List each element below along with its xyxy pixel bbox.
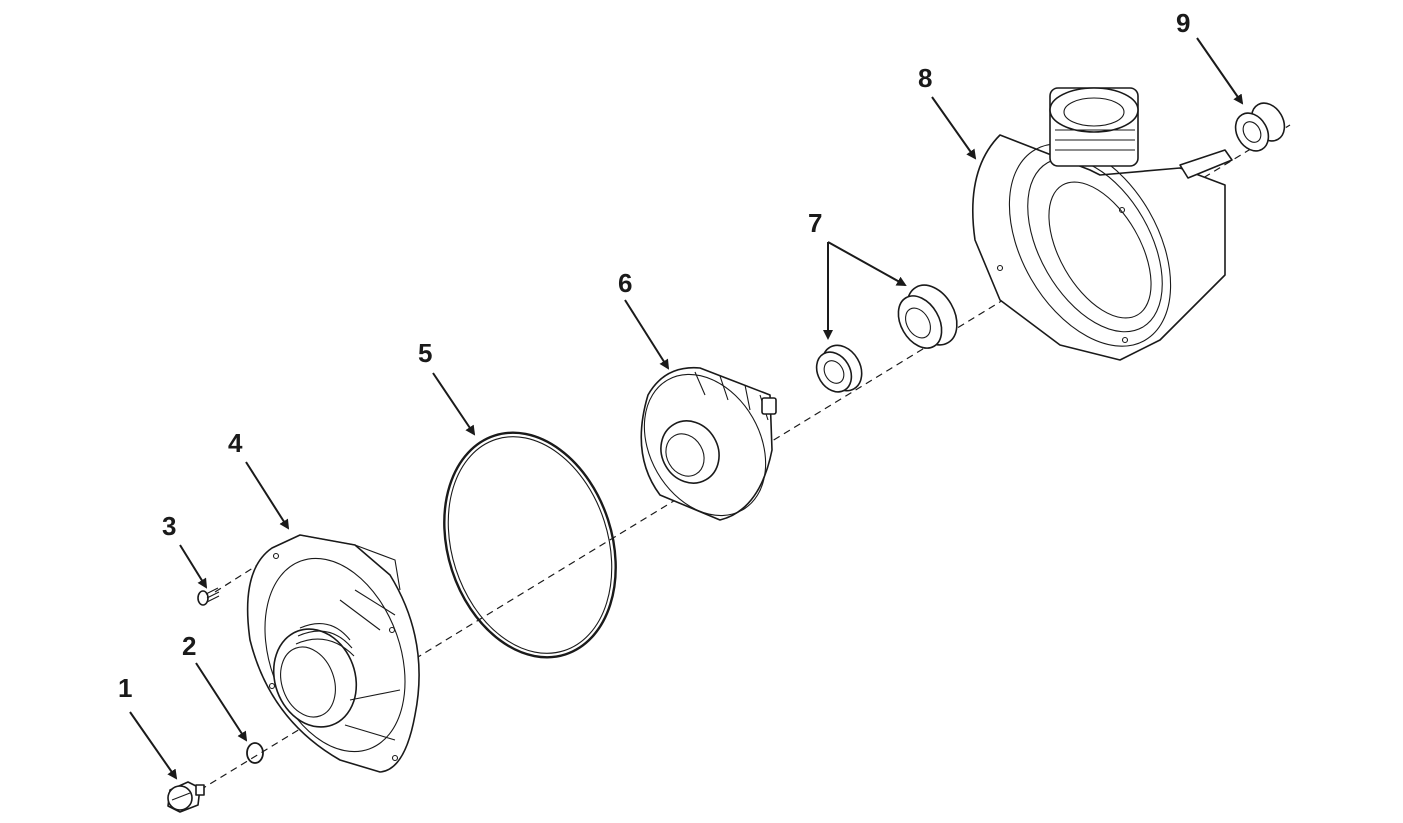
part-3-screw [197, 587, 220, 606]
part-1-drain-plug [167, 781, 205, 813]
callout-6: 6 [618, 268, 632, 298]
part-6-impeller [640, 366, 777, 521]
part-2-o-ring [246, 742, 264, 764]
callout-2: 2 [182, 631, 196, 661]
callout-labels: 1 2 3 4 5 6 7 8 9 [118, 8, 1190, 703]
leader-arrows [129, 37, 1244, 780]
part-8-pump-housing [972, 87, 1233, 361]
part-5-gasket [443, 431, 617, 659]
callout-9: 9 [1176, 8, 1190, 38]
callout-1: 1 [118, 673, 132, 703]
callout-3: 3 [162, 511, 176, 541]
callout-7: 7 [808, 208, 822, 238]
callout-4: 4 [228, 428, 243, 458]
callout-5: 5 [418, 338, 432, 368]
callout-8: 8 [918, 63, 932, 93]
part-9-bushing [1234, 102, 1286, 152]
part-7-seal-assembly [815, 284, 958, 393]
part-4-faceplate [246, 534, 420, 773]
